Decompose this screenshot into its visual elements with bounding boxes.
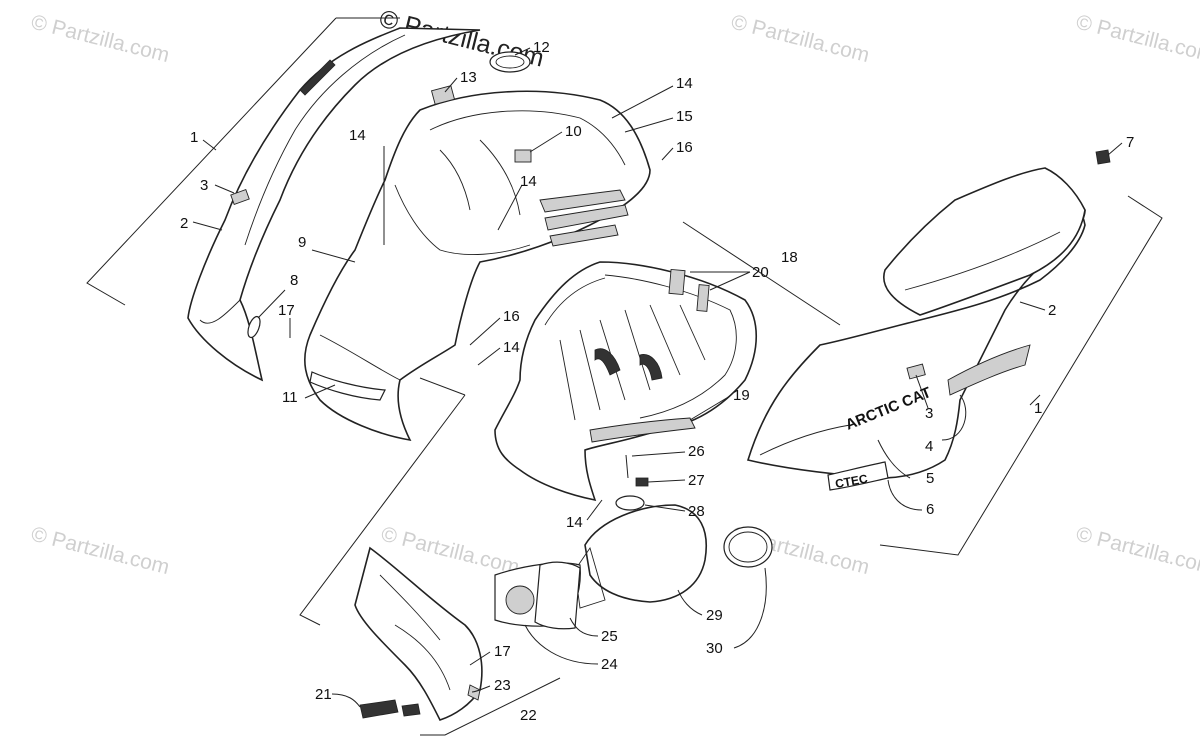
watermark: © Partzilla.com [29,523,172,580]
screw-26 [625,454,629,479]
callout-14-a: 14 [349,127,366,144]
bracket-left-side-panel [86,17,337,306]
group-brackets [86,17,1163,736]
air-box [494,261,758,502]
clip-23 [467,684,481,701]
callout-1-right: 1 [1034,400,1042,417]
callout-16-top: 16 [676,139,693,156]
callout-12: 12 [533,39,550,56]
decal-13 [430,85,456,105]
callout-27: 27 [688,472,705,489]
bracket-lower-grille [299,394,466,626]
right-side-panel: CTEC ARCTIC CAT [746,149,1111,491]
callout-3-left: 3 [200,177,208,194]
front-hood [304,51,651,442]
decal-6 [827,461,889,491]
callout-24: 24 [601,656,618,673]
watermark: © Partzilla.com [379,523,522,580]
callout-7: 7 [1126,134,1134,151]
foam-20b [696,284,710,312]
callout-28: 28 [688,503,705,520]
callout-3-right: 3 [925,405,933,422]
callout-17-bottom: 17 [494,643,511,660]
lower-grille [354,546,581,721]
callout-21: 21 [315,686,332,703]
callout-10: 10 [565,123,582,140]
callout-13: 13 [460,69,477,86]
seal-19 [589,417,696,443]
callout-26: 26 [688,443,705,460]
callout-18: 18 [781,249,798,266]
callout-4: 4 [925,438,933,455]
grommet-10 [514,149,532,163]
watermark: © Partzilla.com [729,11,872,68]
callout-30: 30 [706,640,723,657]
callout-14-e: 14 [566,514,583,531]
fastener-7 [1095,149,1111,165]
bracket-right-side-panel [879,195,1163,556]
bracket-center [419,377,466,396]
left-side-panel [187,27,481,382]
decal-3-right [906,363,926,380]
foam-20a [668,268,686,296]
watermark: © Partzilla.com [1074,11,1200,68]
bracket-lower-grille-bottom [420,677,561,736]
duct-29 [584,504,707,603]
callout-20: 20 [752,264,769,281]
plug-8 [247,315,261,339]
intake-duct [574,454,773,609]
watermark: © Partzilla.com [1074,523,1200,580]
callout-2-left: 2 [180,215,188,232]
callout-14-d: 14 [503,339,520,356]
callout-17-left: 17 [278,302,295,319]
bracket-21 [359,699,399,719]
callout-15: 15 [676,108,693,125]
callout-19: 19 [733,387,750,404]
callout-14-b: 14 [520,173,537,190]
callout-9: 9 [298,234,306,251]
decal-3-left [230,188,250,206]
callout-25: 25 [601,628,618,645]
cap-12 [489,51,531,73]
callout-6: 6 [926,501,934,518]
callout-29: 29 [706,607,723,624]
callout-1-left: 1 [190,129,198,146]
watermark: © Partzilla.com [29,11,172,68]
callout-14-c: 14 [676,75,693,92]
gasket-25 [534,561,581,630]
decal-4 [947,344,1031,396]
callout-11: 11 [282,389,298,406]
callout-5: 5 [926,470,934,487]
clip-27 [635,477,649,487]
callout-16-mid: 16 [503,308,520,325]
bracket-air-box [682,221,841,326]
decal-ctec-text: CTEC [834,471,869,491]
clamp-30 [723,526,773,568]
grommet-28 [615,495,645,511]
callout-layer: 1 3 2 8 17 9 11 14 13 12 10 14 14 15 16 … [180,39,1134,724]
callout-23: 23 [494,677,511,694]
callout-22: 22 [520,707,537,724]
callout-8: 8 [290,272,298,289]
callout-2-right: 2 [1048,302,1056,319]
